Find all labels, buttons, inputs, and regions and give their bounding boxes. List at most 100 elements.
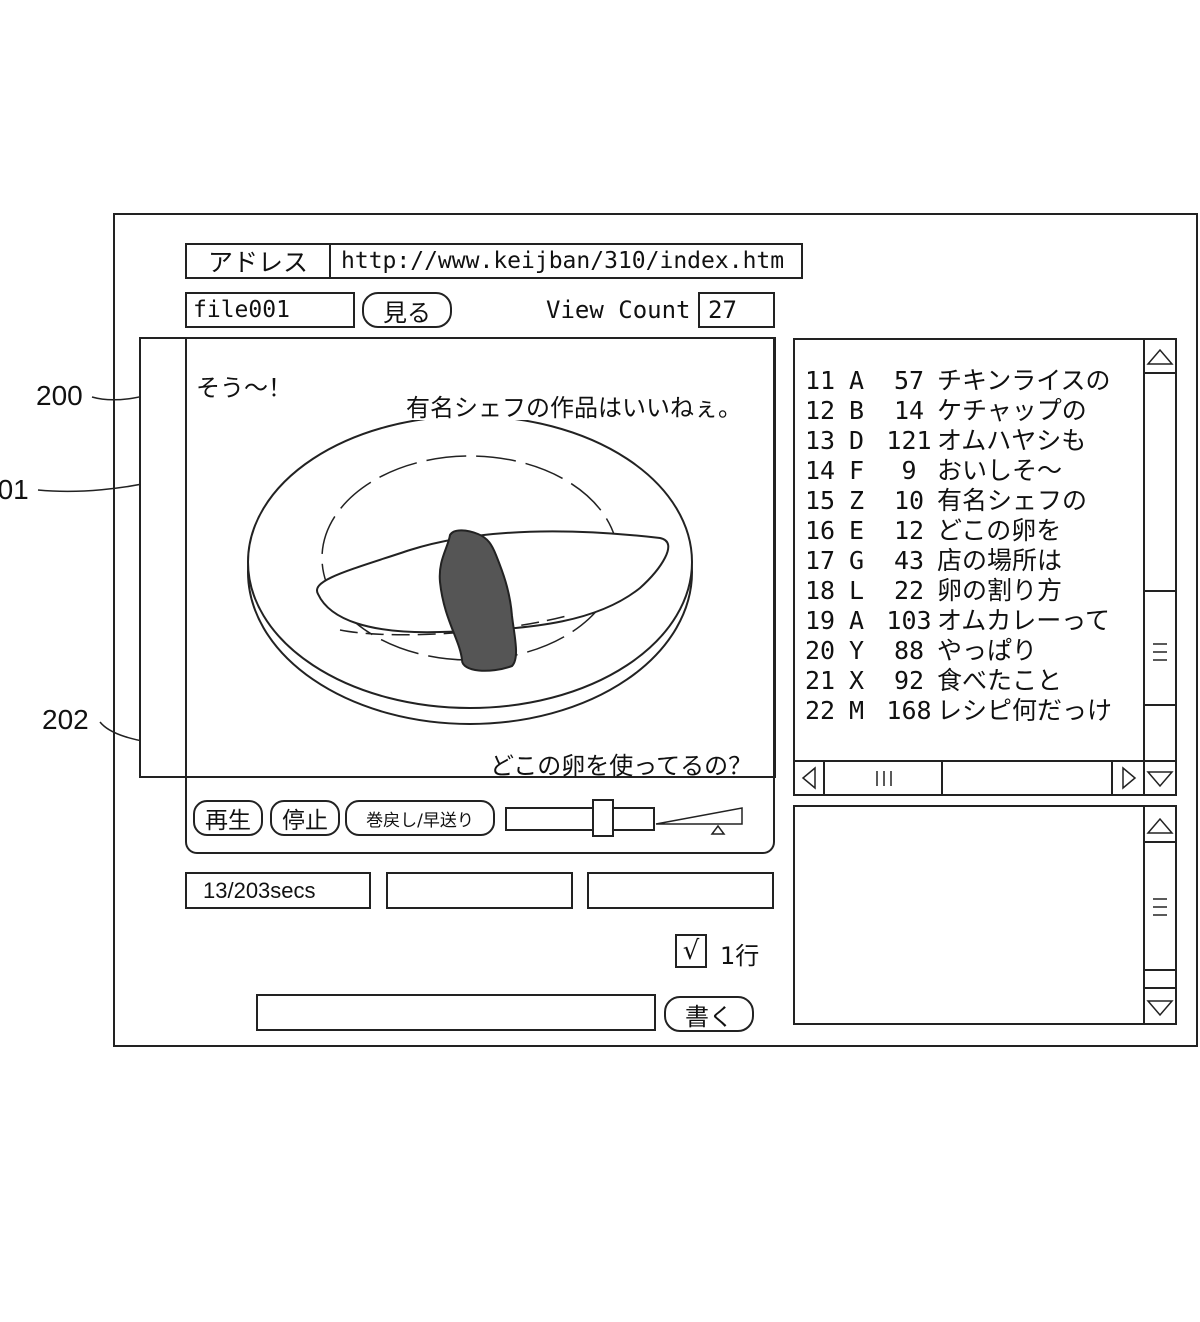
comment-text: おいしそ～	[937, 456, 1063, 485]
view-button[interactable]: 見る	[362, 292, 452, 328]
detail-vertical-scrollbar[interactable]	[1143, 807, 1175, 1023]
one-line-label: 1行	[720, 942, 760, 970]
rewind-fastforward-button[interactable]: 巻戻し/早送り	[345, 800, 495, 836]
detail-scroll-thumb[interactable]	[1145, 843, 1175, 971]
comment-number: 14	[805, 456, 836, 485]
stop-button[interactable]: 停止	[270, 800, 340, 836]
video-frame-image	[247, 420, 693, 725]
comment-text: 卵の割り方	[937, 576, 1063, 605]
comment-number: 16	[805, 516, 836, 545]
comment-count: 10	[893, 486, 925, 515]
omelette-fold	[339, 614, 571, 636]
comment-list-row[interactable]: 17 G 43 店の場所は	[805, 546, 1062, 576]
one-line-checkbox[interactable]: √	[675, 934, 707, 968]
comment-count: 22	[893, 576, 925, 605]
comment-user: B	[849, 396, 865, 425]
comment-text: オムカレーって	[937, 606, 1111, 635]
play-button-label: 再生	[205, 808, 251, 834]
comment-list-panel	[793, 338, 1177, 796]
overlay-comment-2: 有名シェフの作品はいいねぇ。	[406, 394, 742, 422]
comment-text: 食べたこと	[937, 666, 1063, 695]
comment-number: 22	[805, 696, 836, 725]
comment-text: やっぱり	[937, 636, 1038, 665]
comment-number: 20	[805, 636, 836, 665]
status-field-2	[386, 872, 573, 909]
application-window	[113, 213, 1198, 1047]
comment-user: F	[849, 456, 865, 485]
scroll-right-arrow-icon[interactable]	[1111, 762, 1143, 794]
view-button-label: 見る	[383, 298, 431, 327]
seek-slider[interactable]	[505, 799, 655, 837]
address-url-field[interactable]: http://www.keijban/310/index.htm	[331, 243, 803, 279]
seek-slider-thumb[interactable]	[592, 799, 614, 837]
comment-number: 21	[805, 666, 836, 695]
comment-number: 18	[805, 576, 836, 605]
comment-text: レシピ何だっけ	[937, 696, 1113, 725]
address-label-box: アドレス	[185, 243, 331, 279]
comment-list-row[interactable]: 14 F 9 おいしそ～	[805, 456, 1062, 486]
comment-text: オムハヤシも	[937, 426, 1087, 455]
comment-user: A	[849, 366, 865, 395]
comment-count: 168	[886, 696, 932, 725]
comment-text: どこの卵を	[937, 516, 1062, 545]
comment-count: 88	[893, 636, 925, 665]
comment-input[interactable]	[256, 994, 656, 1031]
video-player-panel	[185, 337, 775, 854]
address-label: アドレス	[207, 248, 308, 277]
comment-text: 店の場所は	[937, 546, 1063, 575]
list-hscroll-thumb[interactable]	[825, 762, 943, 794]
scroll-down-arrow-icon[interactable]	[1145, 760, 1175, 794]
playback-time-text: 13/203secs	[203, 877, 316, 903]
comment-count: 121	[886, 426, 932, 455]
file-input[interactable]: file001	[185, 292, 355, 328]
view-count-value: 27	[698, 292, 775, 328]
comment-list-row[interactable]: 18 L 22 卵の割り方	[805, 576, 1062, 606]
comment-count: 9	[901, 456, 917, 485]
comment-number: 19	[805, 606, 836, 635]
detail-scroll-down-arrow-icon[interactable]	[1145, 987, 1175, 1023]
comment-number: 13	[805, 426, 836, 455]
comment-number: 17	[805, 546, 836, 575]
checkmark-icon: √	[682, 936, 700, 966]
volume-wedge-icon[interactable]	[654, 800, 746, 836]
comment-user: A	[849, 606, 865, 635]
reference-label-201: 201	[0, 474, 29, 505]
comment-number: 12	[805, 396, 836, 425]
comment-count: 103	[886, 606, 932, 635]
view-count-label: View Count	[546, 296, 691, 324]
play-button[interactable]: 再生	[193, 800, 263, 836]
comment-count: 14	[893, 396, 925, 425]
list-scroll-thumb[interactable]	[1145, 590, 1175, 706]
comment-text: チキンライスの	[937, 366, 1111, 395]
detail-scroll-up-arrow-icon[interactable]	[1145, 807, 1175, 843]
comment-user: Z	[849, 486, 865, 515]
status-field-3	[587, 872, 774, 909]
address-url-text: http://www.keijban/310/index.htm	[341, 248, 785, 274]
comment-count: 92	[893, 666, 925, 695]
list-vertical-scrollbar[interactable]	[1143, 340, 1175, 794]
comment-count: 43	[893, 546, 925, 575]
sauce-bottle	[438, 529, 518, 672]
comment-user: E	[849, 516, 865, 545]
comment-user: L	[849, 576, 865, 605]
scroll-up-arrow-icon[interactable]	[1145, 340, 1175, 374]
comment-user: G	[849, 546, 865, 575]
list-horizontal-scrollbar[interactable]	[795, 760, 1143, 794]
stop-button-label: 停止	[282, 808, 328, 834]
write-button[interactable]: 書く	[664, 996, 754, 1032]
scroll-left-arrow-icon[interactable]	[795, 762, 825, 794]
comment-count: 57	[893, 366, 925, 395]
comment-user: M	[849, 696, 865, 725]
write-button-label: 書く	[685, 1002, 733, 1031]
message-detail-panel	[793, 805, 1177, 1025]
